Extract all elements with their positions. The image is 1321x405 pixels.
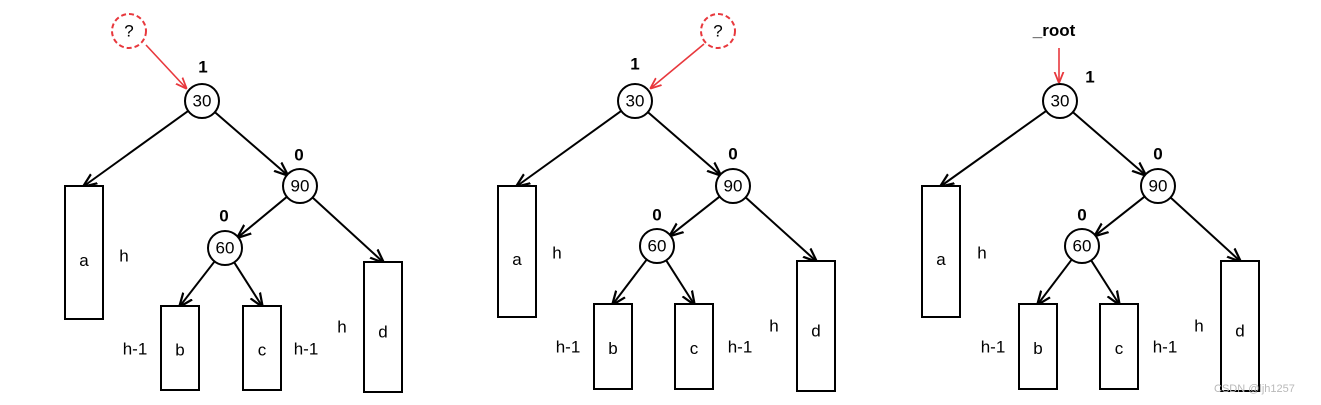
node-30-value: 30 — [626, 92, 645, 111]
balance-factor-30: 1 — [630, 55, 639, 74]
node-60: 60 — [207, 230, 243, 266]
node-90: 90 — [282, 168, 318, 204]
subtree-a-height: h — [977, 244, 986, 263]
subtree-a-height: h — [119, 247, 128, 266]
edge-30-to-90 — [214, 111, 287, 175]
edge-30-to-90 — [647, 111, 720, 175]
balance-factor-60: 0 — [219, 207, 228, 226]
edge-90-to-60 — [670, 195, 721, 236]
edge-30-to-90 — [1072, 111, 1145, 175]
subtree-b-label: b — [1033, 339, 1042, 358]
node-30: 30 — [1042, 83, 1078, 119]
subtree-a: a — [497, 185, 537, 318]
subtree-a-height: h — [552, 244, 561, 263]
edge-90-to-60 — [238, 196, 288, 237]
edge-90-to-d — [311, 196, 383, 262]
edge-30-to-a — [84, 110, 189, 186]
subtree-b-label: b — [608, 339, 617, 358]
subtree-c-height: h-1 — [728, 338, 753, 357]
parent-link-arrow — [145, 44, 186, 88]
subtree-c-height: h-1 — [1153, 338, 1178, 357]
node-60-value: 60 — [1073, 237, 1092, 256]
unknown-parent-node: ? — [700, 13, 736, 49]
node-90: 90 — [1140, 168, 1176, 204]
subtree-b-label: b — [175, 341, 184, 360]
edge-60-to-c — [1090, 259, 1119, 304]
node-30: 30 — [617, 83, 653, 119]
node-60: 60 — [1064, 228, 1100, 264]
subtree-d-height: h — [1194, 317, 1203, 336]
node-90-value: 90 — [291, 177, 310, 196]
subtree-c-label: c — [1115, 339, 1124, 358]
subtree-c: c — [1099, 303, 1139, 390]
edge-60-to-c — [665, 259, 694, 304]
edge-90-to-d — [744, 196, 816, 261]
edge-60-to-c — [233, 261, 262, 306]
edge-60-to-b — [613, 258, 648, 304]
avl-diagram-2: ? 30 90 60 1 0 0 a h b h-1 c h-1 d h — [497, 13, 836, 392]
subtree-b-height: h-1 — [556, 338, 581, 357]
subtree-d-label: d — [811, 322, 820, 341]
edge-60-to-b — [1038, 258, 1073, 304]
edge-30-to-a — [941, 110, 1047, 186]
balance-factor-90: 0 — [728, 145, 737, 164]
root-pointer-label: _root — [1032, 21, 1076, 40]
parent-link-arrow — [651, 43, 705, 88]
node-90-value: 90 — [724, 177, 743, 196]
edge-90-to-60 — [1095, 195, 1146, 236]
subtree-c-height: h-1 — [294, 340, 319, 359]
watermark: CSDN @ljh1257 — [1214, 383, 1295, 395]
subtree-d: d — [363, 261, 403, 393]
edge-90-to-d — [1169, 196, 1240, 261]
subtree-c: c — [242, 305, 282, 391]
avl-diagram-1: ? 30 90 60 1 0 0 a h b h-1 c h-1 d h — [64, 13, 403, 393]
avl-diagram-3: _root 30 90 60 1 0 0 a h b h-1 c h-1 d h — [921, 21, 1260, 392]
node-30: 30 — [184, 83, 220, 119]
subtree-d-label: d — [378, 323, 387, 342]
subtree-c-label: c — [258, 341, 267, 360]
unknown-parent-node: ? — [111, 13, 147, 49]
subtree-a-label: a — [512, 250, 522, 269]
unknown-parent-label: ? — [124, 22, 133, 41]
subtree-d-height: h — [337, 318, 346, 337]
balance-factor-90: 0 — [294, 146, 303, 165]
node-90-value: 90 — [1149, 177, 1168, 196]
subtree-c: c — [674, 303, 714, 390]
node-30-value: 30 — [1051, 92, 1070, 111]
edge-30-to-a — [517, 110, 622, 186]
node-60-value: 60 — [648, 237, 667, 256]
subtree-b: b — [160, 305, 200, 391]
subtree-b: b — [1018, 303, 1058, 390]
subtree-b: b — [593, 303, 633, 390]
subtree-a-label: a — [936, 250, 946, 269]
subtree-a: a — [921, 185, 961, 318]
subtree-a-label: a — [79, 251, 89, 270]
balance-factor-30: 1 — [198, 58, 207, 77]
subtree-a: a — [64, 185, 104, 320]
unknown-parent-label: ? — [713, 22, 722, 41]
subtree-d-height: h — [769, 317, 778, 336]
subtree-d: d — [796, 260, 836, 392]
subtree-d: d — [1220, 260, 1260, 392]
diagrams-layer: ? 30 90 60 1 0 0 a h b h-1 c h-1 d h? 30 90 60 1 0 0 a h b h-1 c h… — [64, 13, 1260, 393]
subtree-b-height: h-1 — [981, 338, 1006, 357]
balance-factor-30: 1 — [1085, 68, 1094, 87]
node-30-value: 30 — [193, 92, 212, 111]
edge-60-to-b — [180, 260, 216, 306]
balance-factor-90: 0 — [1153, 145, 1162, 164]
node-60-value: 60 — [216, 239, 235, 258]
node-90: 90 — [715, 168, 751, 204]
node-60: 60 — [639, 228, 675, 264]
subtree-d-label: d — [1235, 322, 1244, 341]
balance-factor-60: 0 — [1077, 206, 1086, 225]
subtree-c-label: c — [690, 339, 699, 358]
balance-factor-60: 0 — [652, 206, 661, 225]
subtree-b-height: h-1 — [123, 340, 148, 359]
